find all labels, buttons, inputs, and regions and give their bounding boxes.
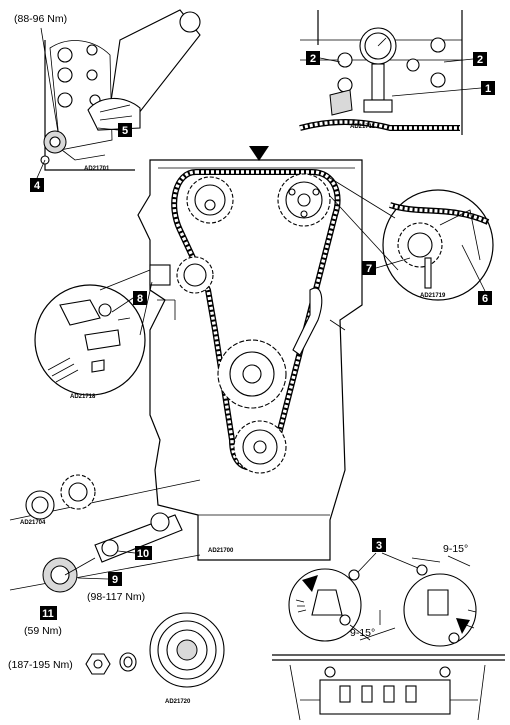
svg-text:9: 9 (112, 574, 118, 586)
chain-guide (292, 287, 323, 356)
pulley-assembly (85, 612, 225, 688)
svg-text:10: 10 (137, 548, 149, 560)
timing-marks-inset (288, 552, 477, 647)
callout-8: 8 (133, 291, 147, 305)
svg-text:6: 6 (482, 293, 488, 305)
torque-label-sprocket-bolt: (59 Nm) (24, 625, 62, 637)
callout-6: 6 (478, 291, 492, 305)
angle-label-right: 9-15° (443, 543, 468, 555)
angle-label-left: 9-15° (350, 627, 375, 639)
callout-11: 11 (40, 606, 57, 620)
torque-label-top-left: (88-96 Nm) (14, 13, 67, 25)
callout-4: 4 (30, 178, 44, 192)
callout-2a: 2 (306, 51, 320, 65)
svg-text:4: 4 (34, 180, 41, 192)
callout-3: 3 (372, 538, 386, 552)
tensioner-inset-right (329, 177, 494, 301)
figure-code-tensioner-left: AD21718 (70, 394, 96, 400)
svg-text:7: 7 (366, 263, 372, 275)
sprocket-oil-pump (217, 339, 287, 409)
top-left-inset (40, 9, 201, 171)
svg-text:5: 5 (122, 125, 128, 137)
figure-code-pulley: AD21720 (165, 699, 191, 705)
tensioner-inset-left (34, 269, 153, 396)
svg-text:11: 11 (42, 608, 54, 620)
torque-label-pulley-nut: (187-195 Nm) (8, 659, 73, 671)
sprocket-tensioner-upper (149, 256, 214, 294)
figure-code-main: AD21700 (208, 548, 234, 554)
callout-1: 1 (481, 81, 495, 95)
figure-code-crank-sprocket: AD21704 (20, 520, 46, 526)
svg-text:2: 2 (310, 53, 316, 65)
tdc-marker-triangle (249, 146, 269, 161)
sprocket-crankshaft (233, 420, 287, 474)
svg-text:2: 2 (477, 54, 483, 66)
svg-text:3: 3 (376, 540, 382, 552)
camshaft-bottom-view (272, 654, 505, 721)
figure-code-top-right: AD21711 (350, 124, 376, 130)
engine-block (137, 159, 363, 561)
callout-7: 7 (362, 261, 376, 275)
figure-code-tensioner-right: AD21719 (420, 293, 446, 299)
sprocket-intermediate (186, 176, 234, 224)
torque-label-crank-nut: (98-117 Nm) (87, 591, 145, 603)
top-right-inset (299, 10, 463, 135)
svg-text:1: 1 (485, 83, 491, 95)
figure-code-top-left: AD21701 (84, 166, 110, 172)
callout-2b: 2 (473, 52, 487, 66)
svg-text:8: 8 (137, 293, 143, 305)
callout-10: 10 (135, 546, 152, 560)
crankshaft-assembly (9, 474, 201, 593)
sprocket-camshaft (277, 173, 331, 227)
callout-9: 9 (108, 572, 122, 586)
callout-5: 5 (118, 123, 132, 137)
